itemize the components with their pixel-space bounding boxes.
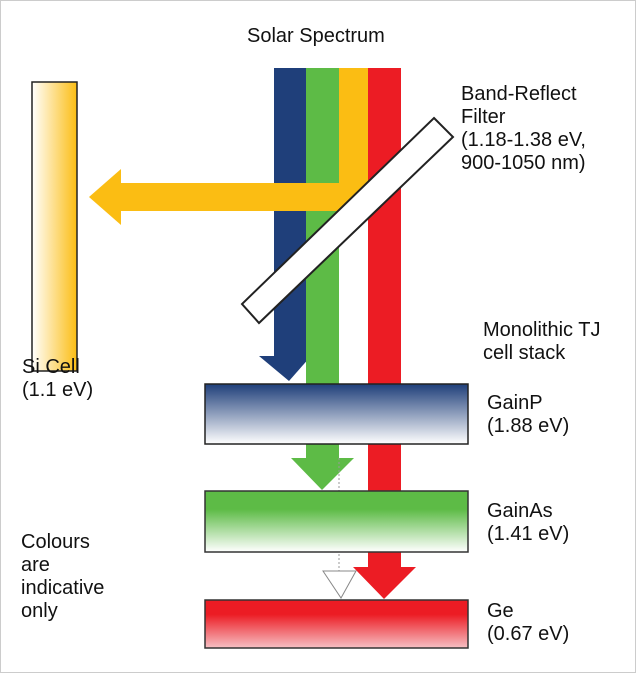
gainp-cell	[204, 383, 469, 445]
ge-label: Ge (0.67 eV)	[487, 600, 570, 645]
yellow-arrowhead	[89, 169, 121, 225]
yellow-reflected-beam	[119, 183, 369, 211]
red-arrowhead	[353, 567, 416, 599]
ge-cell	[204, 599, 469, 649]
blue-arrowhead	[259, 356, 311, 381]
colour-note: Colours are indicative only	[21, 531, 105, 622]
red-beam	[368, 68, 401, 568]
gainas-cell	[204, 490, 469, 553]
green-arrowhead	[291, 458, 354, 490]
si-cell	[31, 81, 78, 372]
si-cell-label: Si Cell (1.1 eV)	[22, 356, 94, 401]
gainp-label: GainP (1.88 eV)	[487, 392, 570, 437]
band-reflect-filter	[240, 116, 455, 325]
gainas-label: GainAs (1.41 eV)	[487, 500, 570, 545]
filter-label: Band-Reflect Filter (1.18-1.38 eV, 900-1…	[461, 83, 586, 174]
stack-label: Monolithic TJ cell stack	[483, 319, 601, 364]
blue-beam	[274, 68, 306, 358]
title: Solar Spectrum	[247, 25, 385, 47]
white-arrowhead	[322, 570, 357, 599]
